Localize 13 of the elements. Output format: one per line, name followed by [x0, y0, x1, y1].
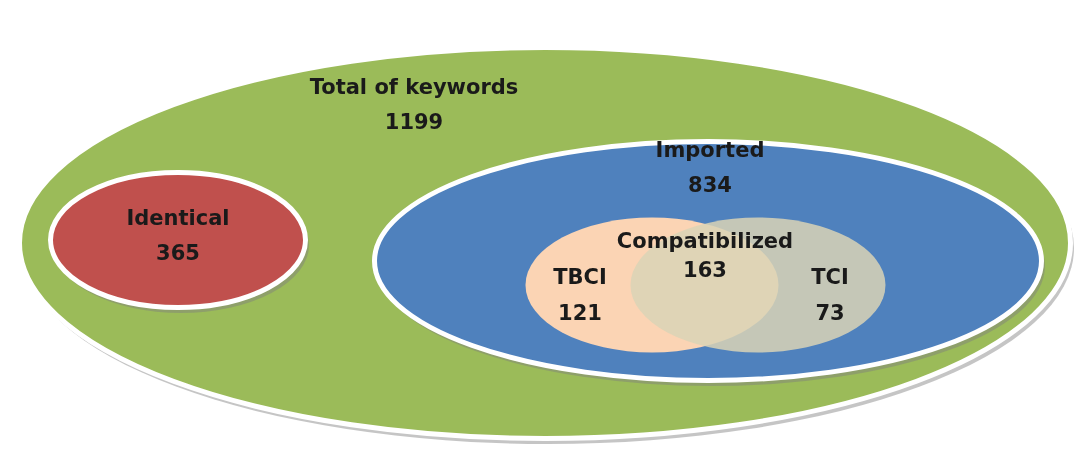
set-count: 365: [156, 241, 200, 265]
set-count: 73: [815, 301, 845, 325]
set-name: Imported: [655, 138, 765, 162]
set-name: Total of keywords: [309, 75, 519, 99]
set-ellipse: [48, 170, 308, 310]
set-ellipse: [372, 139, 1044, 383]
set-name: Identical: [126, 206, 230, 230]
set-name: TCI: [811, 265, 849, 289]
overlap-label: Compatibilized 163: [615, 228, 795, 284]
set-name: TBCI: [553, 265, 607, 289]
set-count: 121: [558, 301, 602, 325]
set-count: 1199: [384, 110, 444, 134]
set-count: 834: [688, 173, 732, 197]
